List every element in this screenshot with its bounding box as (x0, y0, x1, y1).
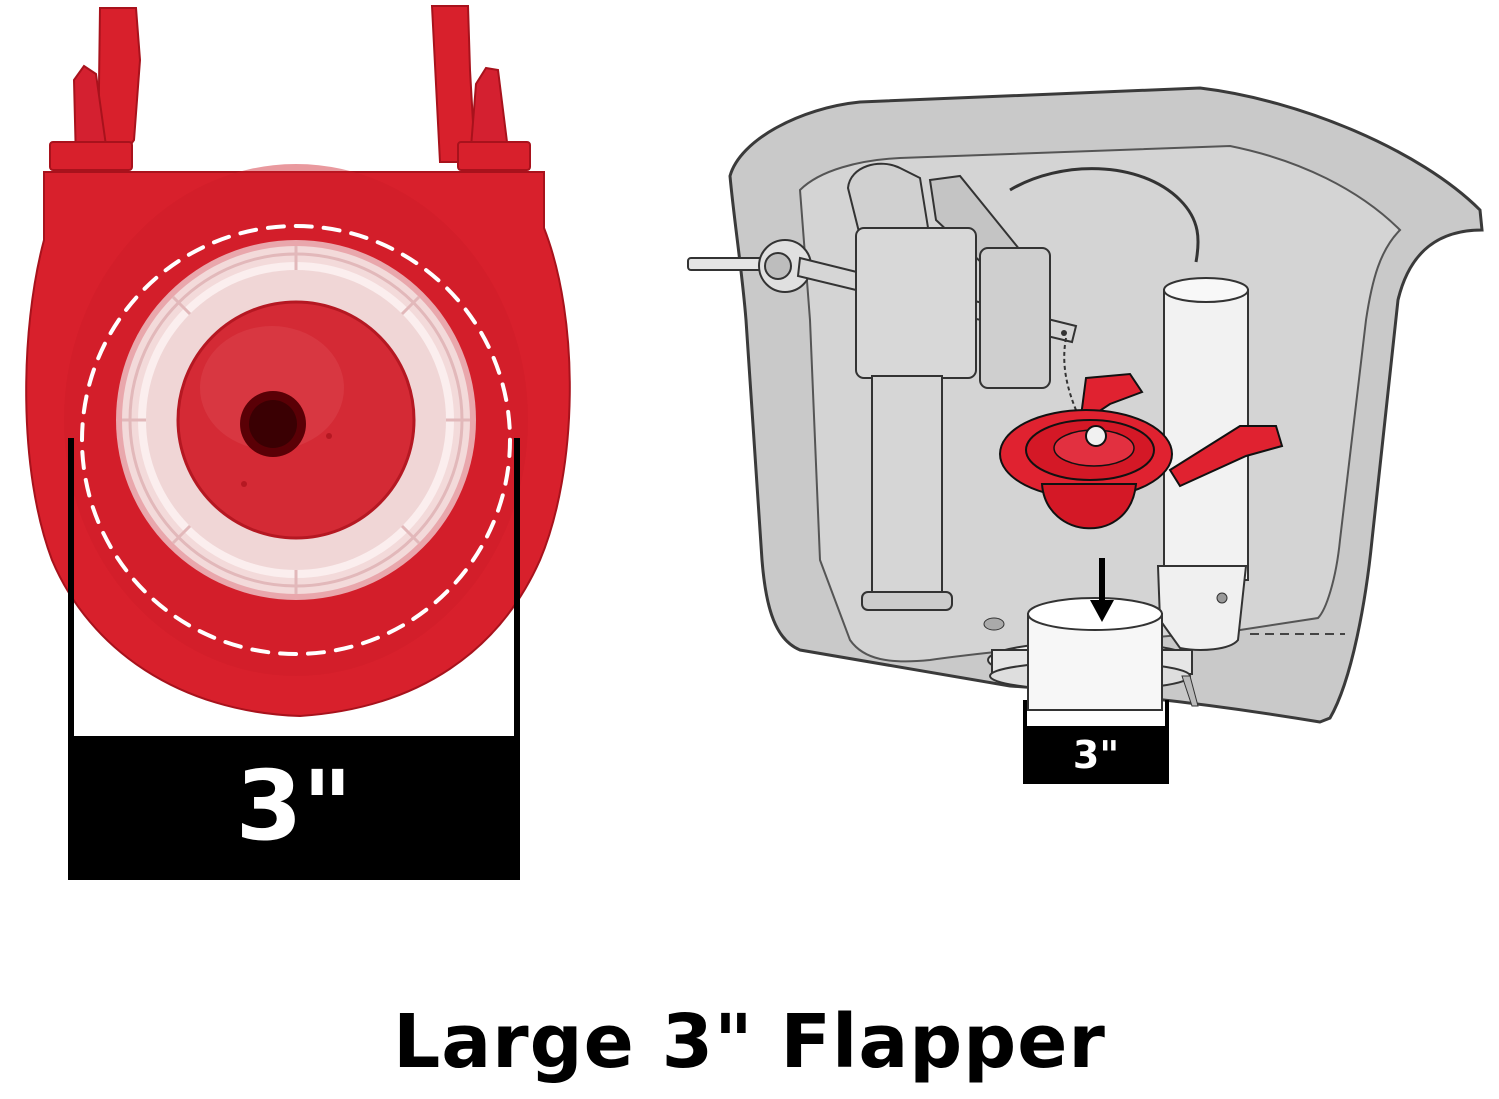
seal-dashed-outline (80, 224, 512, 656)
tank-dimension-label: 3" (1072, 733, 1120, 777)
flapper-left-ear (49, 7, 142, 171)
arrow-down-icon (1090, 558, 1114, 622)
flapper-dimension-bracket (68, 438, 520, 880)
flapper-photo (25, 5, 571, 718)
tank-dimension-bar (1023, 726, 1169, 784)
fill-valve (846, 162, 1200, 611)
flapper-dimension-label: 3" (235, 750, 353, 862)
flapper-right-ear (430, 5, 531, 171)
flush-valve-drain (983, 597, 1199, 711)
tank-dimension-bracket (1023, 700, 1169, 784)
flapper-dimension-bar (68, 736, 520, 880)
tank-diagram (687, 86, 1484, 724)
tank-flapper (999, 372, 1284, 530)
caption-title: Large 3" Flapper (393, 999, 1106, 1085)
